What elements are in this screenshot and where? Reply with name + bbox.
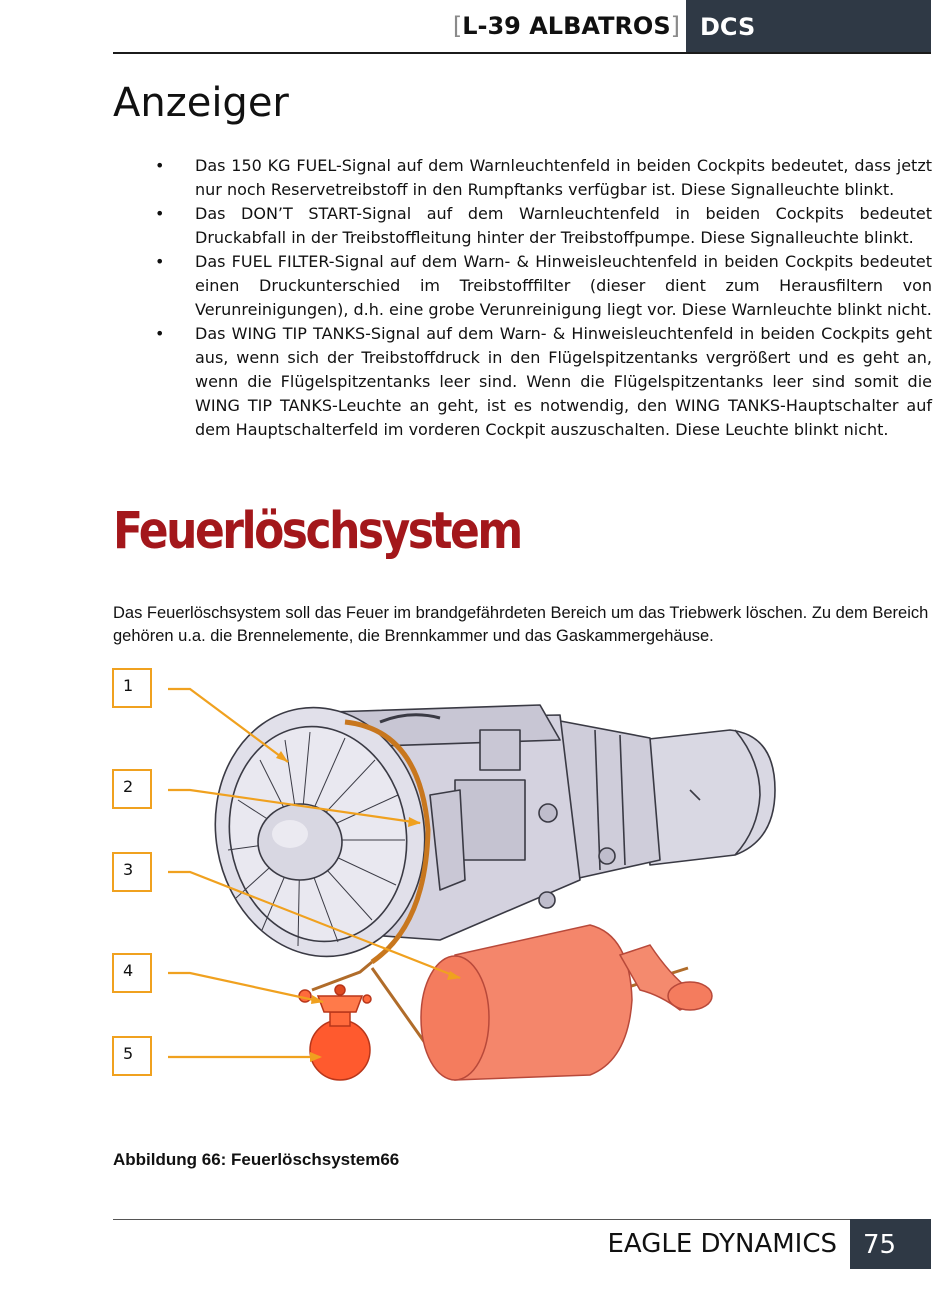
- callout-arrowheads: [276, 751, 461, 1062]
- callout-1: 1: [112, 668, 152, 708]
- arrowhead-4: [311, 995, 324, 1004]
- header-badge-text: DCS: [700, 13, 756, 41]
- section-heading: Anzeiger: [113, 80, 289, 126]
- callout-2: 2: [112, 769, 152, 809]
- leader-line-1: [168, 687, 289, 763]
- list-item-text: Das FUEL FILTER-Signal auf dem Warn- & H…: [195, 252, 932, 319]
- page-number-badge: 75: [850, 1219, 931, 1269]
- indicator-list: • Das 150 KG FUEL-Signal auf dem Warnleuc…: [155, 154, 932, 442]
- callout-label: 3: [123, 860, 134, 879]
- list-item: • Das 150 KG FUEL-Signal auf dem Warnleuc…: [155, 154, 932, 202]
- callout-5: 5: [112, 1036, 152, 1076]
- list-item: • Das DON’T START-Signal auf dem Warnleuc…: [155, 202, 932, 250]
- arrowhead-1: [276, 751, 288, 762]
- bullet-icon: •: [155, 204, 165, 223]
- callout-label: 4: [123, 961, 134, 980]
- bullet-icon: •: [155, 252, 165, 271]
- fire-system-heading: Feuerlöschsystem: [113, 502, 523, 561]
- extinguisher: [298, 984, 372, 1081]
- list-item-text: Das 150 KG FUEL-Signal auf dem Warnleuch…: [195, 156, 932, 199]
- arrowhead-5: [310, 1052, 322, 1062]
- page-number: 75: [863, 1230, 897, 1260]
- footer-publisher: EAGLE DYNAMICS: [607, 1229, 837, 1259]
- callout-label: 5: [123, 1044, 134, 1063]
- header-rule: [113, 52, 931, 54]
- callout-label: 1: [123, 676, 134, 695]
- arrowhead-3: [447, 971, 461, 980]
- document-title-text: L-39 ALBATROS: [462, 12, 671, 40]
- fire-tank: [420, 924, 713, 1081]
- leader-line-3: [168, 870, 461, 980]
- bullet-icon: •: [155, 156, 165, 175]
- fire-system-intro: Das Feuerlöschsystem soll das Feuer im b…: [113, 604, 929, 645]
- arrowhead-2: [408, 817, 421, 827]
- footer-rule: [113, 1219, 931, 1220]
- list-item-text: Das WING TIP TANKS-Signal auf dem Warn- …: [195, 324, 932, 439]
- list-item: • Das WING TIP TANKS-Signal auf dem Warn-…: [155, 322, 932, 442]
- callout-leaders: [168, 687, 461, 1059]
- bullet-icon: •: [155, 324, 165, 343]
- leader-line-2: [168, 788, 421, 825]
- header-badge: DCS: [686, 0, 931, 52]
- document-title: [L-39 ALBATROS]: [452, 12, 680, 40]
- callout-4: 4: [112, 953, 152, 993]
- fire-detection-ring: [344, 719, 431, 965]
- callout-label: 2: [123, 777, 134, 796]
- list-item-text: Das DON’T START-Signal auf dem Warnleuch…: [195, 204, 932, 247]
- leader-line-4: [168, 971, 324, 1004]
- list-item: • Das FUEL FILTER-Signal auf dem Warn- & …: [155, 250, 932, 322]
- callout-3: 3: [112, 852, 152, 892]
- figure-caption: Abbildung 66: Feuerlöschsystem66: [113, 1150, 400, 1169]
- engine-illustration: [214, 704, 776, 958]
